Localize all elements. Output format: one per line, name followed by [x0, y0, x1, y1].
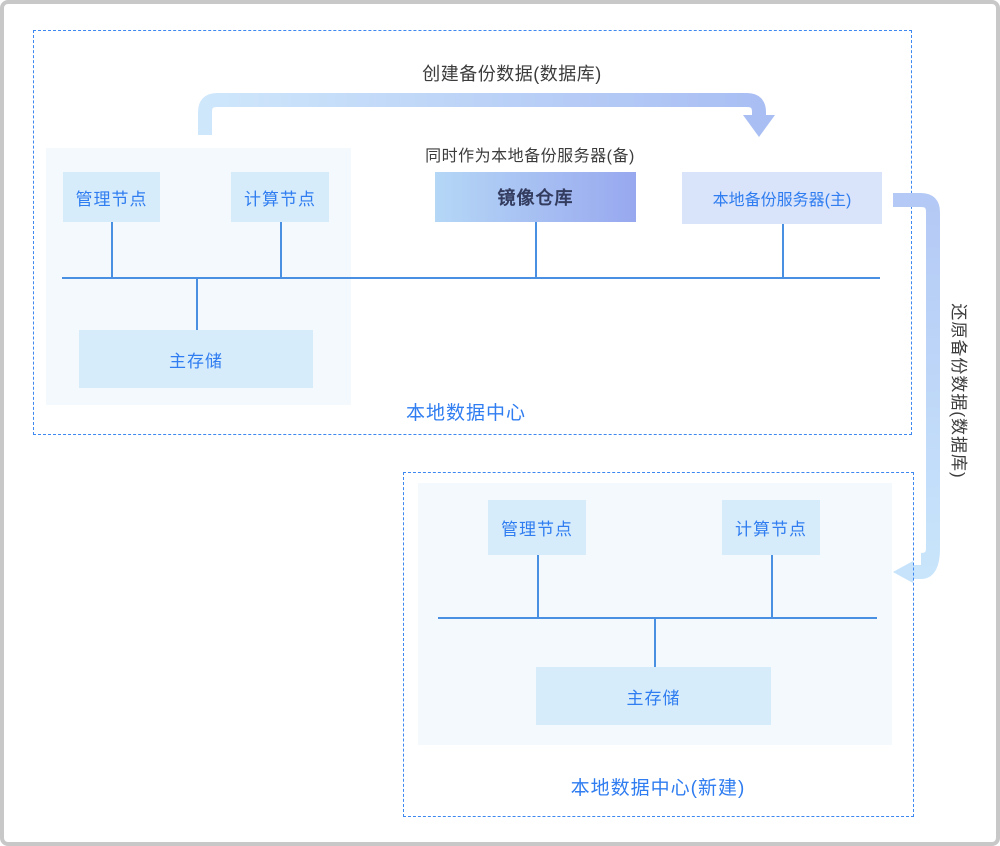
dc2-mgmt-connector: [537, 554, 539, 617]
dc1-node-storage-label: 主存储: [169, 351, 223, 371]
dc2-node-storage-label: 主存储: [626, 688, 681, 708]
dc2-label: 本地数据中心(新建): [570, 778, 746, 799]
dc1-node-mirror-label: 镜像仓库: [497, 188, 574, 208]
dc1-bus-line: [62, 277, 880, 279]
dc1-node-compute-label: 计算节点: [244, 189, 316, 209]
dc1-backup-connector: [782, 224, 784, 277]
dc1-storage-connector: [196, 278, 198, 330]
dc2-boundary: [403, 472, 914, 817]
dc2-bus-line: [438, 617, 877, 619]
dc2-node-mgmt: 管理节点: [488, 500, 586, 555]
dc1-node-mirror: 镜像仓库: [435, 172, 636, 222]
standby-note-caption: 同时作为本地备份服务器(备): [425, 148, 635, 165]
create-backup-caption: 创建备份数据(数据库): [422, 64, 602, 84]
dc1-node-backup-server: 本地备份服务器(主): [682, 172, 882, 224]
dc1-mgmt-connector: [111, 222, 113, 277]
dc2-compute-connector: [771, 554, 773, 617]
dc1-node-compute: 计算节点: [231, 172, 329, 222]
dc1-node-storage: 主存储: [79, 330, 313, 388]
dc2-storage-connector: [654, 618, 656, 667]
dc1-mirror-connector: [535, 222, 537, 277]
dc1-node-mgmt-label: 管理节点: [75, 189, 148, 209]
dc1-node-mgmt: 管理节点: [63, 172, 160, 222]
dc1-label: 本地数据中心: [405, 403, 526, 424]
dc2-node-mgmt-label: 管理节点: [501, 520, 573, 539]
dc2-node-compute: 计算节点: [722, 500, 820, 555]
dc2-node-storage: 主存储: [536, 667, 771, 725]
dc2-node-compute-label: 计算节点: [735, 520, 807, 539]
dc1-compute-connector: [280, 222, 282, 277]
dc1-node-backup-server-label: 本地备份服务器(主): [712, 192, 852, 209]
restore-backup-caption: 还原备份数据(数据库): [949, 303, 968, 479]
